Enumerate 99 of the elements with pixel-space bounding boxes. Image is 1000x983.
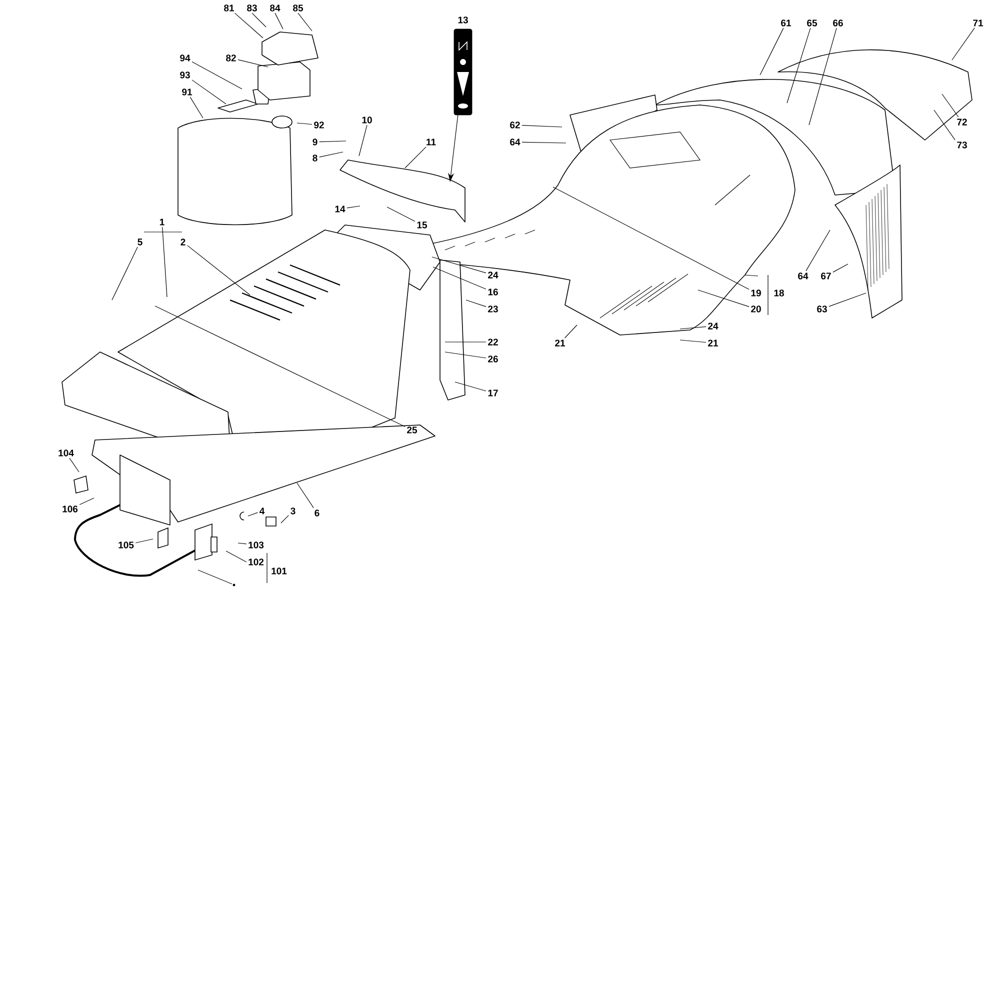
leader-line [806, 230, 830, 272]
leader-line [192, 62, 242, 90]
callout-number: 67 [821, 272, 831, 280]
leader-line [248, 512, 258, 516]
callout-number: 21 [708, 340, 718, 346]
leader-line [522, 142, 566, 144]
callout-number: 104 [58, 450, 74, 456]
callout-number: 92 [314, 122, 324, 128]
callout-number: 25 [407, 426, 418, 434]
callout-number: 2 [180, 238, 186, 246]
callout-number: 85 [293, 4, 304, 12]
leader-line [346, 206, 360, 208]
leader-line [234, 12, 264, 38]
callout-number: 15 [417, 222, 428, 228]
leader-line [296, 482, 314, 508]
callout-number: 20 [751, 306, 761, 312]
callout-number: 9 [312, 138, 318, 146]
leader-line [808, 28, 837, 126]
callout-number: 65 [807, 20, 818, 26]
callout-number: 105 [118, 542, 134, 548]
callout-number: 10 [362, 116, 372, 124]
leader-line [564, 324, 578, 338]
callout-number: 13 [458, 16, 468, 24]
callout-number: 82 [226, 54, 236, 62]
callout-number: 8 [312, 154, 318, 162]
callout-number: 16 [488, 288, 498, 296]
leader-line [760, 28, 784, 76]
leader-line [466, 300, 486, 307]
callout-number: 62 [510, 122, 520, 128]
leader-line [444, 352, 486, 358]
callout-number: 26 [488, 356, 498, 362]
leader-line [252, 12, 266, 28]
leader-line [832, 264, 848, 272]
callout-number: 81 [224, 4, 234, 12]
leader-line [698, 290, 750, 308]
leader-line [786, 28, 811, 104]
callout-number: 66 [833, 20, 843, 26]
leader-line [274, 12, 284, 30]
leader-line [934, 110, 956, 140]
callout-number: 101 [272, 568, 287, 574]
callout-number: 61 [781, 20, 792, 26]
callout-number: 64 [798, 272, 808, 280]
leader-line [432, 266, 486, 290]
callout-number: 19 [751, 290, 761, 296]
leader-line [404, 146, 426, 168]
callout-number: 64 [510, 138, 520, 146]
callout-number: 94 [180, 54, 190, 62]
callout-number: 3 [290, 508, 296, 514]
callout-number: 71 [973, 20, 984, 26]
callout-number: 91 [182, 88, 192, 96]
leader-line [238, 542, 247, 544]
leader-line [192, 80, 226, 104]
leader-line [319, 140, 346, 142]
callout-number: 23 [488, 306, 498, 312]
leader-line [296, 122, 312, 125]
callout-number: 102 [248, 558, 264, 566]
leader-line [386, 206, 416, 222]
callout-number: 73 [957, 142, 967, 148]
callout-number: 72 [957, 118, 967, 126]
leader-line [298, 12, 312, 32]
leader-line [69, 458, 80, 472]
callout-number: 4 [260, 508, 265, 514]
leader-line [112, 246, 138, 300]
leader-line [190, 96, 204, 118]
callout-number: 106 [62, 506, 78, 512]
callout-number: 93 [180, 72, 190, 78]
callout-number: 21 [555, 340, 566, 346]
leader-line [358, 124, 368, 156]
callout-number: 24 [708, 322, 718, 330]
leader-line [552, 186, 750, 290]
leader-line [522, 125, 562, 128]
callout-number: 24 [488, 272, 498, 278]
leader-line [680, 326, 706, 330]
callout-number: 83 [247, 4, 257, 12]
leader-line [942, 94, 959, 118]
leader-line [454, 382, 486, 392]
leader-line [828, 292, 866, 307]
callout-number: 14 [335, 206, 346, 212]
callout-number: 18 [774, 290, 784, 296]
callout-number: 11 [426, 138, 436, 146]
leader-line [952, 28, 975, 60]
callout-number: 22 [488, 338, 498, 346]
leader-line [432, 256, 486, 274]
leader-line [280, 515, 289, 524]
callout-number: 6 [314, 510, 320, 516]
leader-line [680, 340, 706, 343]
leader-line [238, 59, 268, 68]
leader-line [162, 226, 168, 298]
callout-number: 17 [488, 390, 498, 396]
callout-number: 5 [138, 238, 142, 246]
leader-line [226, 550, 247, 562]
leader-line [79, 498, 94, 505]
callout-number: 63 [817, 306, 827, 312]
callout-number: 1 [160, 218, 164, 226]
leader-line [319, 152, 344, 158]
leader-line [187, 245, 250, 296]
leader-line [135, 538, 154, 544]
callout-number: 103 [248, 542, 264, 548]
callout-number: 84 [270, 4, 280, 12]
